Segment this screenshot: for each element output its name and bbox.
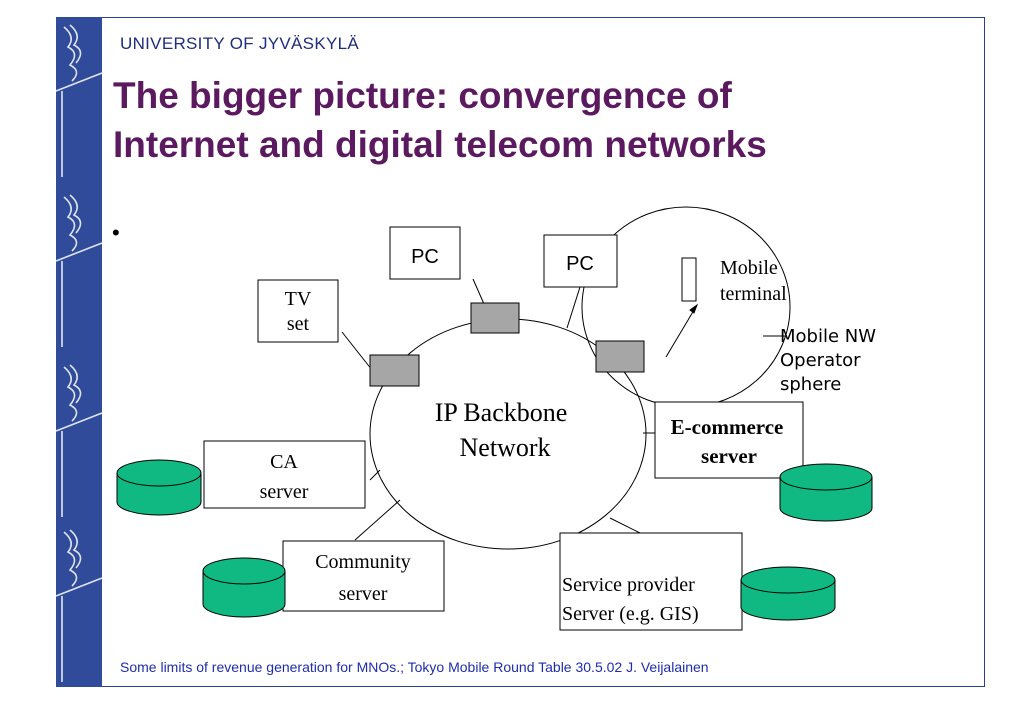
pc-right-link-line — [566, 286, 581, 329]
community-label-line-1: Community — [315, 551, 411, 573]
ca-label-line-1: CA — [270, 451, 298, 473]
tv-label-line-1: TV — [285, 288, 312, 310]
service-provider-link-line — [609, 517, 641, 534]
ca-label-line-2: server — [260, 481, 309, 503]
tv-box — [257, 279, 339, 343]
database-service-provider-icon — [740, 566, 836, 621]
ecommerce-label-line-1: E-commerce — [671, 415, 784, 439]
mobile-terminal-label-line-1: Mobile — [720, 257, 778, 279]
mobile-sphere-label-line-3: sphere — [780, 374, 841, 395]
mobile-arrow-head — [689, 303, 699, 314]
university-logo-band — [55, 17, 103, 687]
pc-left-link-line — [472, 278, 485, 305]
database-ecommerce-icon — [779, 463, 873, 522]
service-provider-label-line-2: Server (e.g. GIS) — [562, 603, 699, 625]
slide-title-line-1: The bigger picture: convergence of — [113, 75, 732, 116]
backbone-label-line-2: Network — [460, 433, 551, 462]
mobile-terminal-label-line-2: terminal — [720, 283, 787, 305]
service-provider-label-line-1: Service provider — [562, 574, 695, 596]
pc-right-label: PC — [566, 253, 594, 275]
database-community-icon — [202, 557, 286, 618]
bullet-point: • — [112, 220, 120, 245]
slide-title-line-2: Internet and digital telecom networks — [113, 124, 767, 165]
router-pc — [470, 302, 520, 334]
pc-left-box — [389, 226, 461, 280]
database-ca-icon — [116, 459, 202, 516]
backbone-label-line-1: IP Backbone — [435, 398, 568, 427]
router-tv — [369, 354, 420, 387]
torch-logo-pattern — [55, 24, 103, 682]
mobile-terminal-icon — [681, 257, 697, 302]
pc-right-box — [543, 234, 618, 288]
mobile-sphere-label-line-1: Mobile NW — [780, 326, 876, 347]
mobile-sphere-label-line-2: Operator — [780, 350, 861, 371]
tv-link-line — [341, 331, 373, 371]
tv-label-line-2: set — [287, 313, 310, 335]
ca-link-line — [369, 469, 381, 481]
router-mobile — [595, 340, 645, 373]
community-link-line — [354, 499, 401, 541]
mobile-arrow-line — [665, 304, 698, 358]
ecommerce-box — [654, 401, 804, 479]
ca-box — [203, 440, 366, 509]
university-name: UNIVERSITY OF JYVÄSKYLÄ — [120, 34, 359, 53]
slide-footer: Some limits of revenue generation for MN… — [120, 659, 709, 675]
community-label-line-2: server — [339, 583, 388, 605]
service-provider-box — [559, 532, 743, 631]
community-box — [282, 540, 445, 612]
pc-left-label: PC — [411, 246, 439, 268]
ecommerce-label-line-2: server — [701, 444, 757, 468]
